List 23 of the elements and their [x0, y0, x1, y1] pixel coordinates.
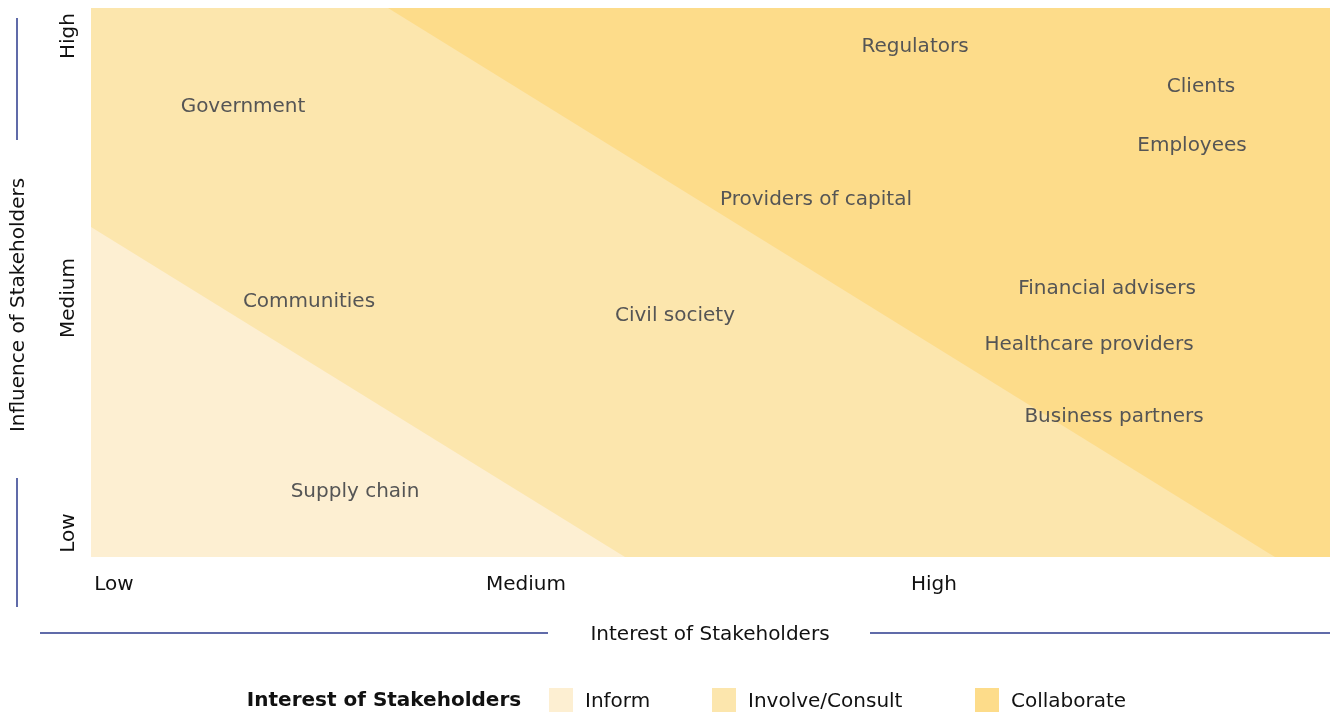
- legend-label: Involve/Consult: [748, 688, 903, 712]
- stakeholder-label: Civil society: [615, 303, 735, 325]
- legend-label: Inform: [585, 688, 651, 712]
- stakeholder-label: Regulators: [861, 34, 969, 56]
- axis-title: Interest of Stakeholders: [590, 622, 830, 644]
- axis-tick-label: Medium: [486, 572, 566, 594]
- stakeholder-label: Providers of capital: [720, 187, 912, 209]
- axis-tick-label: Low: [94, 572, 134, 594]
- axis-tick-label: High: [911, 572, 957, 594]
- axis-tick-label: Medium: [56, 258, 78, 338]
- stakeholder-label: Business partners: [1024, 404, 1204, 426]
- stakeholder-label: Supply chain: [290, 479, 420, 501]
- stakeholder-label: Employees: [1137, 133, 1247, 155]
- legend-title: Interest of Stakeholders: [246, 688, 522, 710]
- legend-label: Collaborate: [1011, 688, 1127, 712]
- axis-title: Influence of Stakeholders: [6, 177, 28, 433]
- axis-tick-label: High: [56, 13, 78, 59]
- stakeholder-label: Government: [180, 94, 306, 116]
- stakeholder-label: Communities: [242, 289, 376, 311]
- stakeholder-label: Healthcare providers: [984, 332, 1194, 354]
- axis-tick-label: Low: [56, 513, 78, 553]
- stakeholder-label: Financial advisers: [1018, 276, 1196, 298]
- stakeholder-label: Clients: [1166, 74, 1236, 96]
